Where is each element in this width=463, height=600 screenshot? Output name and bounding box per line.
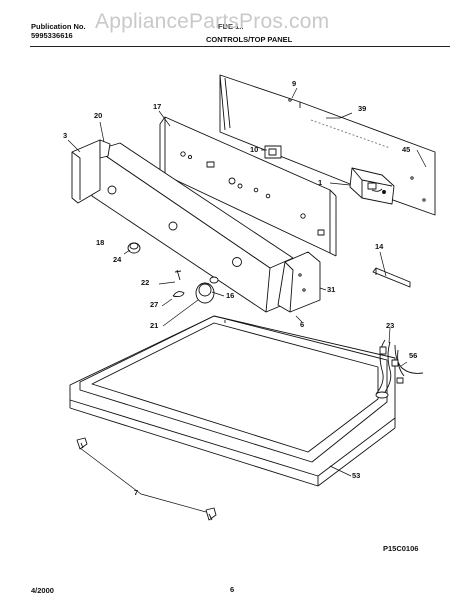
figure-code: P15C0106 xyxy=(383,544,419,553)
callout-18: 18 xyxy=(96,238,105,247)
header-rule xyxy=(30,46,450,47)
callout-27: 27 xyxy=(150,300,159,309)
callout-17: 17 xyxy=(153,102,162,111)
control-panel xyxy=(159,116,337,257)
callout-23: 23 xyxy=(386,321,395,330)
hinge-left xyxy=(76,437,88,450)
model-number: FDE 1.. xyxy=(218,22,244,31)
callout-3: 3 xyxy=(63,131,68,140)
selector-knob xyxy=(195,276,219,304)
callout-16: 16 xyxy=(226,291,235,300)
wire-harness xyxy=(375,339,424,399)
callout-21: 21 xyxy=(150,321,159,330)
callout-6: 6 xyxy=(300,320,305,329)
left-end-cap xyxy=(71,139,111,204)
callout-1: 1 xyxy=(318,178,323,187)
callout-45: 45 xyxy=(402,145,411,154)
publication-label: Publication No. xyxy=(31,22,86,31)
leader-lines xyxy=(67,87,427,513)
callout-10: 10 xyxy=(250,145,259,154)
callout-24: 24 xyxy=(113,255,122,264)
footer-date: 4/2000 xyxy=(31,586,54,595)
callout-39: 39 xyxy=(358,104,367,113)
callout-14: 14 xyxy=(375,242,384,251)
callout-7: 7 xyxy=(134,488,139,497)
watermark: AppliancePartsPros.com xyxy=(95,10,330,33)
callout-20: 20 xyxy=(94,111,103,120)
right-end-cap xyxy=(277,251,321,313)
callout-22: 22 xyxy=(141,278,150,287)
hinge-right xyxy=(205,507,217,521)
timer-knob xyxy=(127,242,141,254)
harness-clip xyxy=(372,267,411,288)
callout-31: 31 xyxy=(327,285,336,294)
callout-53: 53 xyxy=(352,471,361,480)
section-title: CONTROLS/TOP PANEL xyxy=(206,35,293,44)
callout-56: 56 xyxy=(409,351,418,360)
timer xyxy=(349,167,395,205)
knob-spring xyxy=(172,291,185,298)
page-number: 6 xyxy=(230,585,235,594)
publication-number: 5995336616 xyxy=(31,31,73,40)
top-panel xyxy=(69,315,396,487)
knob-clip xyxy=(174,269,182,281)
callout-9: 9 xyxy=(292,79,297,88)
switch xyxy=(264,145,282,159)
